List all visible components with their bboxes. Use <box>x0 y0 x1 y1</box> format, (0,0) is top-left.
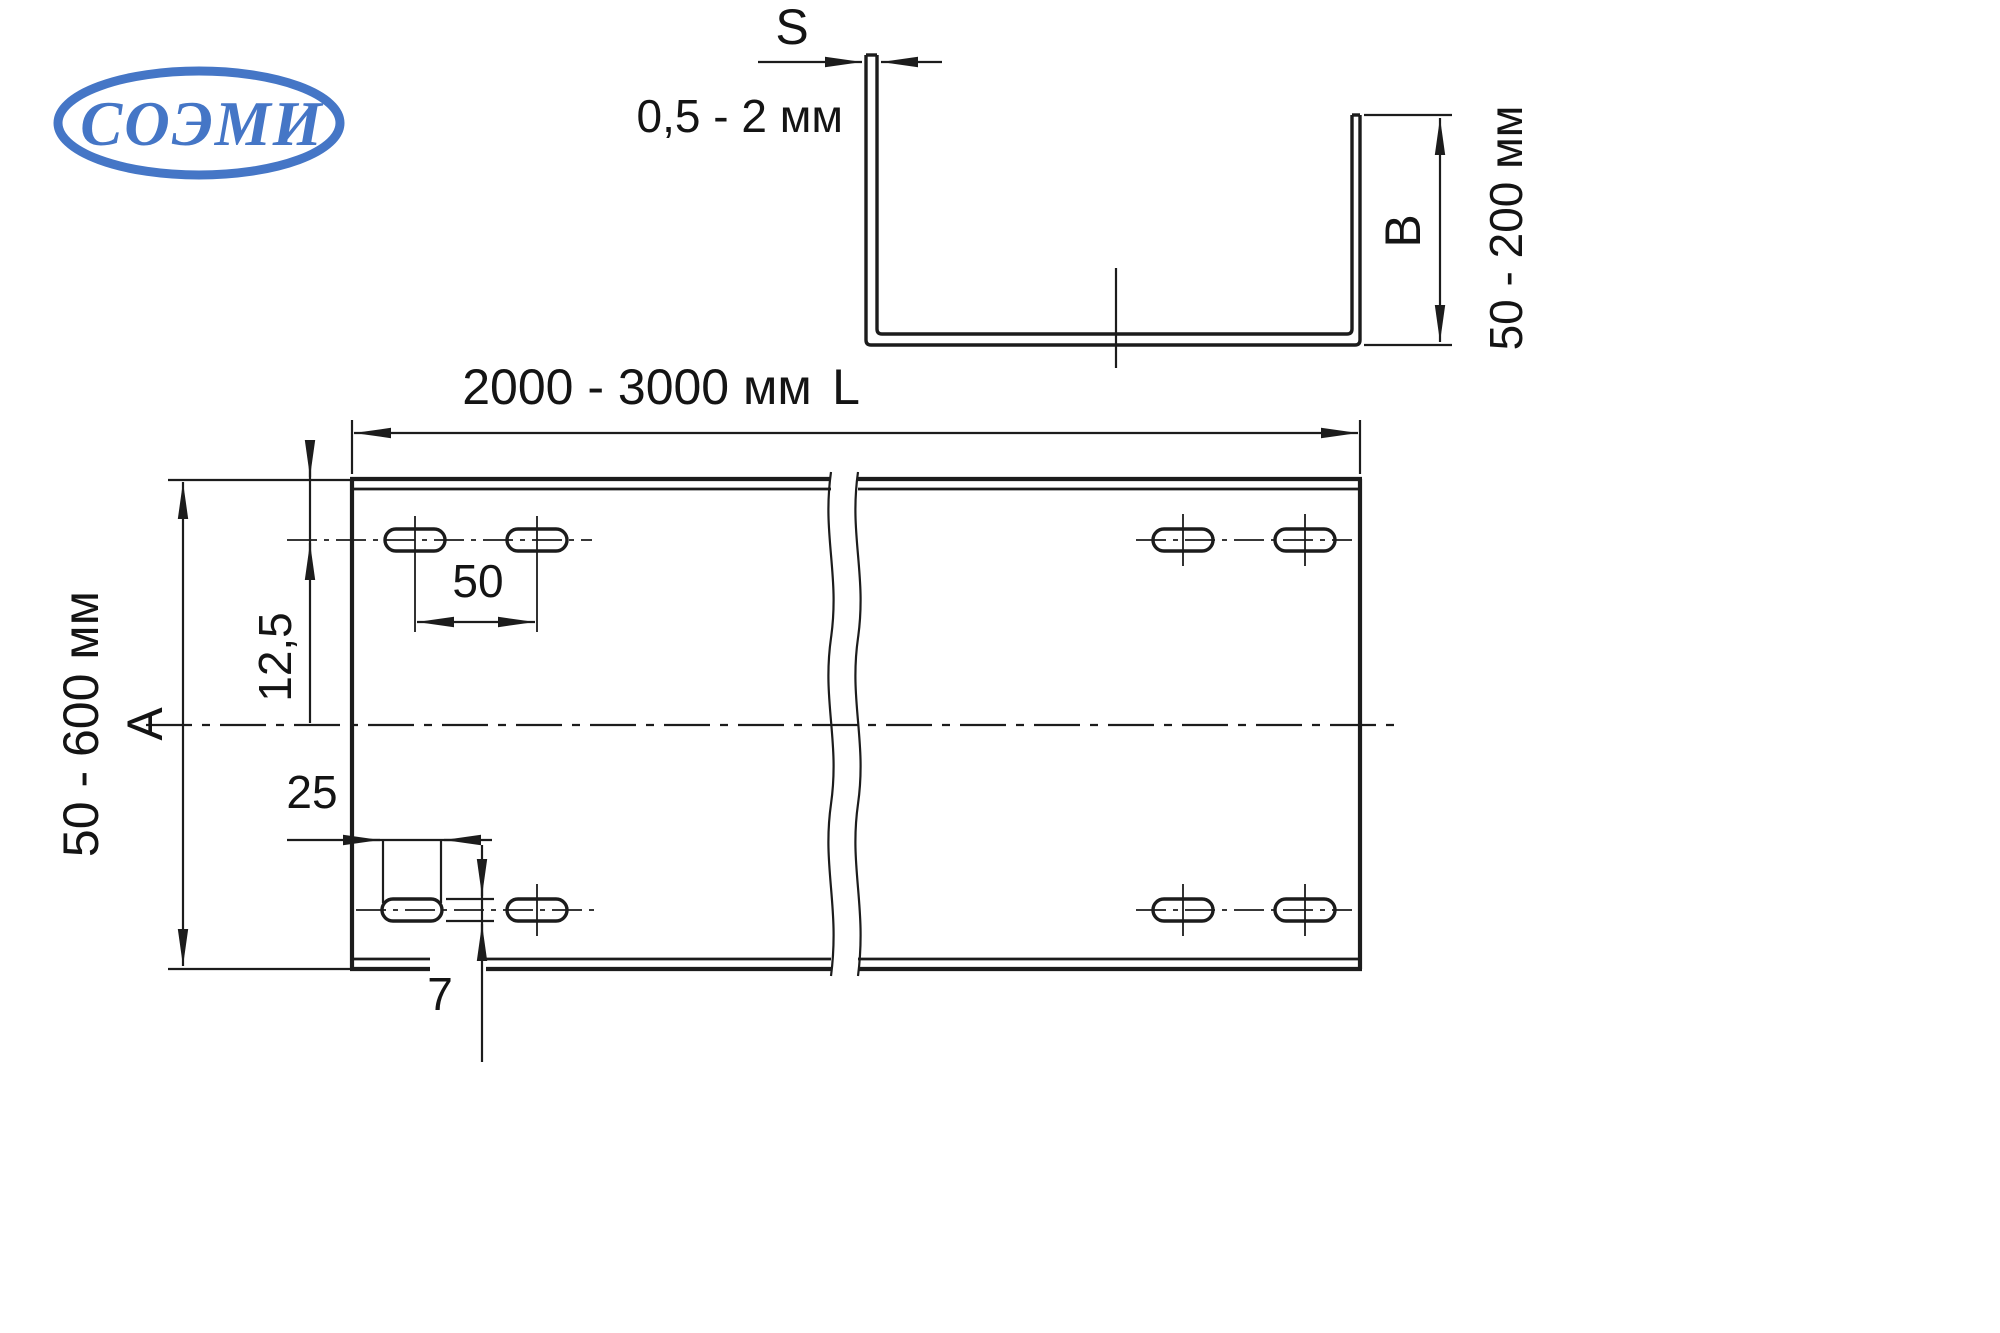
plan-view: 2000 - 3000 мм L A 50 - 600 мм 50 12,5 2… <box>53 359 1396 1062</box>
profile-view: S 0,5 - 2 мм B 50 - 200 мм <box>637 0 1532 368</box>
height-symbol-group: B <box>1375 214 1431 247</box>
height-range-group: 50 - 200 мм <box>1480 106 1532 351</box>
thickness-symbol-label: S <box>775 0 808 55</box>
height-symbol-label: B <box>1375 214 1431 247</box>
width-range-label: 50 - 600 мм <box>53 591 109 857</box>
slot-spacing-label: 50 <box>452 555 503 607</box>
slot-length-label: 25 <box>286 766 337 818</box>
logo-text: СОЭМИ <box>80 89 324 159</box>
channel-inner-contour <box>875 55 1354 336</box>
break-line-left <box>827 471 835 977</box>
width-symbol-group: A <box>117 707 173 741</box>
slot-width-label: 7 <box>427 968 453 1020</box>
height-range-label: 50 - 200 мм <box>1480 106 1532 351</box>
break-line-right <box>854 471 862 977</box>
logo-ellipse <box>53 66 345 180</box>
length-symbol-label: L <box>832 359 860 415</box>
length-range-label: 2000 - 3000 мм <box>462 359 812 415</box>
channel-outer-contour <box>864 55 1362 347</box>
row-offset-label: 12,5 <box>249 612 301 702</box>
width-symbol-label: A <box>117 707 173 741</box>
width-range-group: 50 - 600 мм <box>53 591 109 857</box>
soemi-logo: СОЭМИ <box>53 66 345 180</box>
row-offset-group: 12,5 <box>249 612 301 702</box>
thickness-range-label: 0,5 - 2 мм <box>637 90 843 142</box>
